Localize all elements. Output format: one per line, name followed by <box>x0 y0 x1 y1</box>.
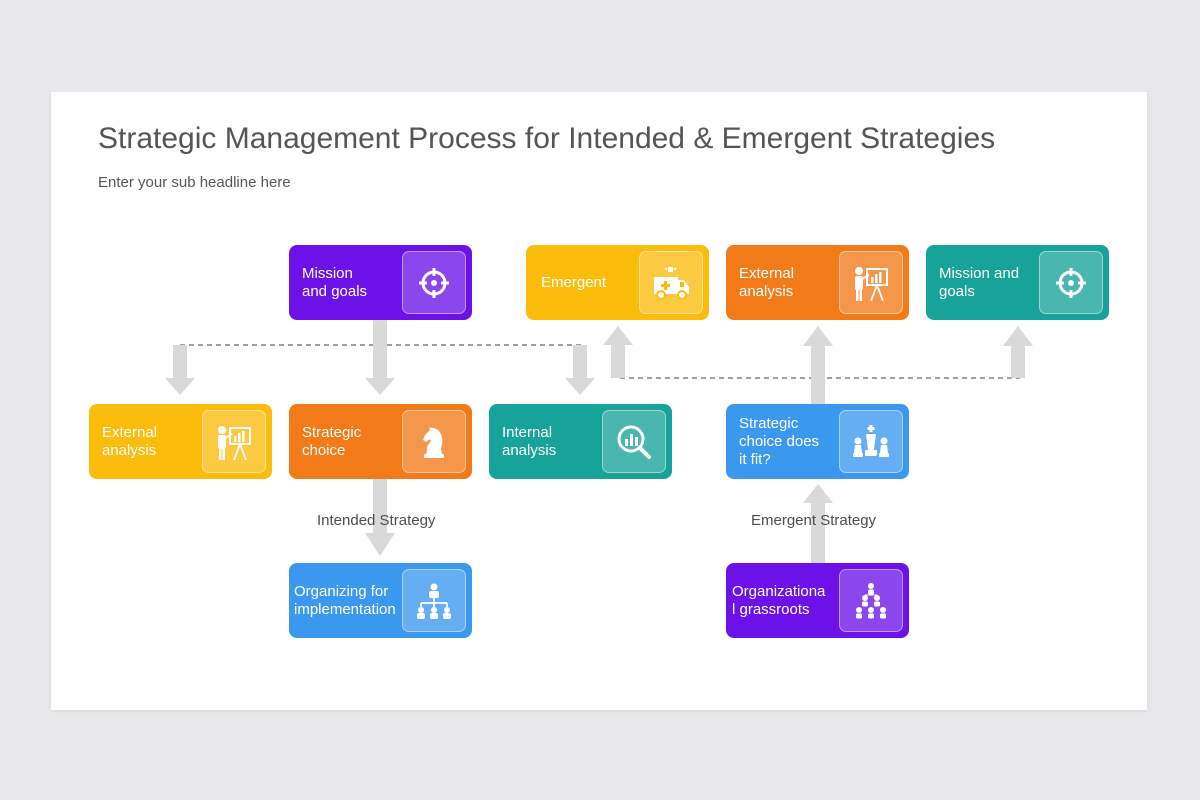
box-internal-analysis: Internal analysis <box>489 404 672 479</box>
arrow-up-strategic-fit <box>803 484 833 563</box>
box-label: Organizing for implementation <box>294 582 396 618</box>
box-external-analysis-right: External analysis <box>726 245 909 320</box>
box-label: Internal analysis <box>502 423 557 459</box>
ambulance-icon <box>639 251 703 314</box>
box-label: Strategic choice <box>302 423 362 459</box>
box-label: Emergent <box>541 273 607 291</box>
chess-pieces-icon <box>839 410 903 473</box>
arrow-up-mission-right <box>1003 326 1033 378</box>
box-external-analysis-left: External analysis <box>89 404 272 479</box>
presenter-chart-icon <box>202 410 266 473</box>
box-mission-goals-left: Mission and goals <box>289 245 472 320</box>
arrow-up-emergent <box>603 326 633 378</box>
box-strategic-choice: Strategic choice <box>289 404 472 479</box>
box-label: External analysis <box>739 264 795 300</box>
magnifier-chart-icon <box>602 410 666 473</box>
slide-canvas <box>51 92 1147 710</box>
box-label: Mission and goals <box>302 264 368 300</box>
people-pyramid-icon <box>839 569 903 632</box>
arrow-down-external <box>165 345 195 395</box>
target-icon <box>1039 251 1103 314</box>
caption-intended-strategy: Intended Strategy <box>317 512 436 529</box>
arrow-up-external-right <box>803 326 833 404</box>
box-organizing-implementation: Organizing for implementation <box>289 563 472 638</box>
org-chart-icon <box>402 569 466 632</box>
box-label: Strategic choice does it fit? <box>739 414 820 468</box>
page-subtitle: Enter your sub headline here <box>98 174 291 191</box>
box-label: Mission and goals <box>939 264 1020 300</box>
box-emergent: Emergent <box>526 245 709 320</box>
arrow-down-strategic <box>365 320 395 395</box>
box-strategic-choice-fit: Strategic choice does it fit? <box>726 404 909 479</box>
target-icon <box>402 251 466 314</box>
arrow-down-internal <box>565 345 595 395</box>
caption-emergent-strategy: Emergent Strategy <box>751 512 877 529</box>
box-mission-goals-right: Mission and goals <box>926 245 1109 320</box>
box-organizational-grassroots: Organizationa l grassroots <box>726 563 909 638</box>
box-label: Organizationa l grassroots <box>732 582 826 618</box>
chess-knight-icon <box>402 410 466 473</box>
page-title: Strategic Management Process for Intende… <box>98 122 996 155</box>
box-label: External analysis <box>102 423 158 459</box>
presenter-chart-icon <box>839 251 903 314</box>
arrow-down-implementation <box>365 479 395 556</box>
